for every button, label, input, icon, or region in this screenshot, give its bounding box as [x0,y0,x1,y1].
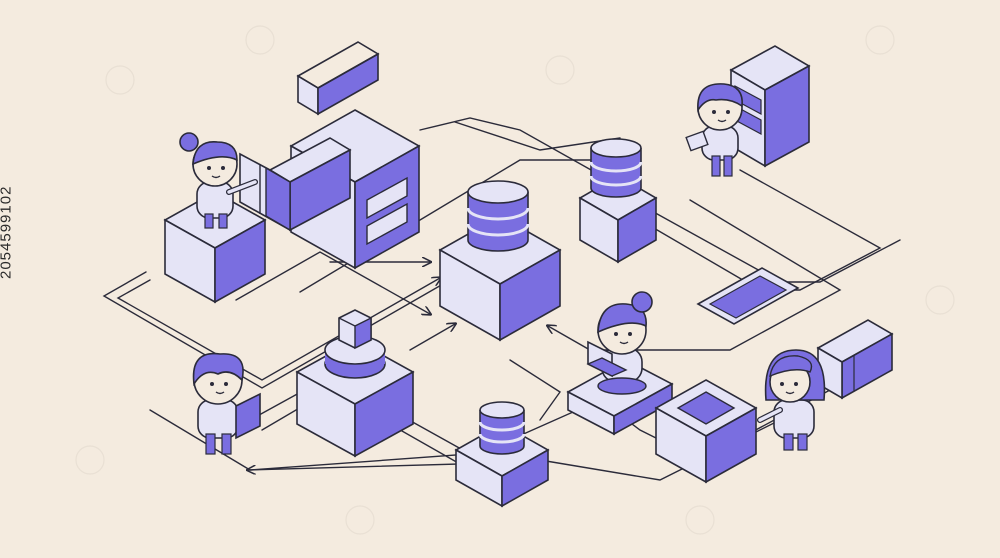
database-icon [589,138,643,198]
stacked-block-icon [295,309,415,458]
flow-line [454,121,621,151]
person-icon [586,291,653,395]
database-icon [466,180,530,252]
cabinet-icon [729,45,811,168]
flow-line [548,199,842,351]
tablet-icon [235,392,261,440]
screen-block-icon [654,379,758,484]
conveyor-block-icon [816,319,894,400]
person-icon [685,83,743,177]
pedestal-block-icon [163,191,267,304]
flow-line [639,169,882,291]
conveyor-block-icon [239,137,352,232]
person-icon [192,352,261,455]
panel-icon [696,267,800,325]
image-id-label: 2054599102 [0,185,15,279]
flow-line [409,324,455,351]
flow-line [419,117,601,176]
flow-line [649,209,901,283]
tray-icon [296,41,380,116]
laptop-icon [586,340,628,378]
server-block-icon [289,109,421,270]
flow-line [509,359,561,421]
database-icon [478,401,526,455]
flow-line [235,251,430,314]
person-icon [179,132,258,229]
person-icon [757,349,826,451]
